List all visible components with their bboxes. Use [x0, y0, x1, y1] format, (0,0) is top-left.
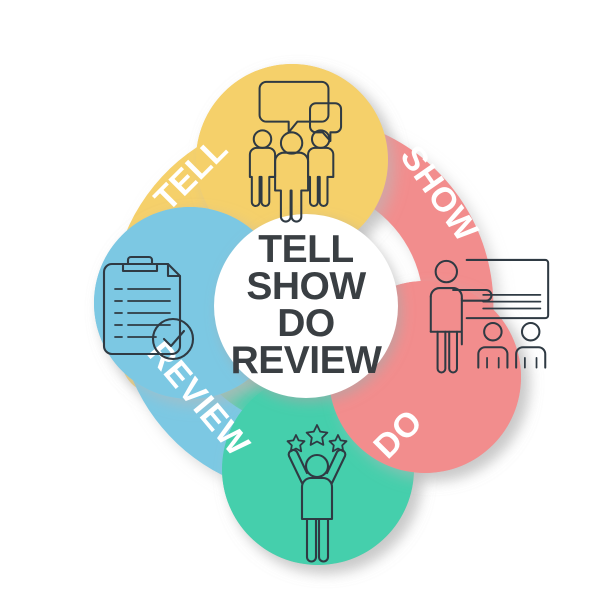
center-line-show: SHOW: [246, 265, 366, 308]
center-line-do: DO: [277, 302, 335, 345]
clipboard-checkmark-icon: [102, 255, 195, 361]
center-line-review: REVIEW: [231, 339, 383, 382]
center-circle: [214, 214, 398, 398]
center-line-tell: TELL: [258, 228, 353, 271]
center-text-block: TELL SHOW DO REVIEW: [231, 228, 383, 382]
presenter-whiteboard-audience-icon: [429, 258, 550, 374]
celebrating-person-stars-icon: [286, 424, 348, 563]
center-circle-group: [214, 214, 398, 398]
people-speech-bubbles-icon: [248, 80, 343, 223]
segment-tell-bulb-top: [196, 64, 388, 256]
